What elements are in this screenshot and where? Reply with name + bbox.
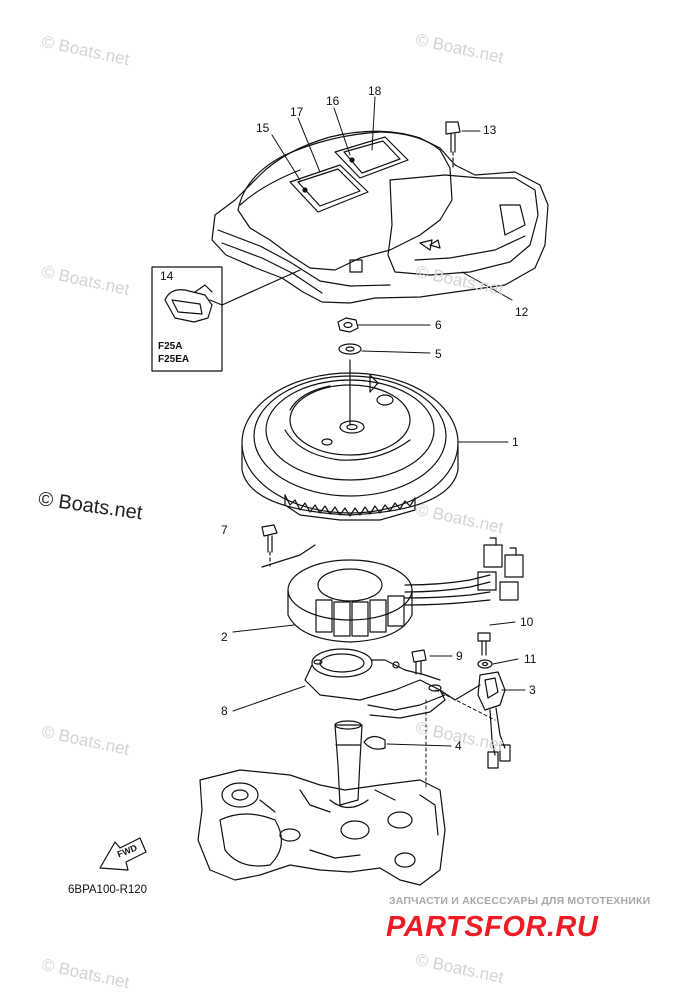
callout-2: 2	[221, 630, 228, 644]
diagram-code: 6BPA100-R120	[68, 884, 148, 896]
inset-model-label: F25EA	[158, 354, 190, 365]
callout-15: 15	[256, 121, 270, 135]
callout-4: 4	[455, 739, 462, 753]
callout-8: 8	[221, 704, 228, 718]
callout-7: 7	[221, 523, 228, 537]
shop-logo: PARTSFOR.RU	[386, 911, 599, 943]
washer-part-5	[338, 343, 362, 355]
callout-3: 3	[529, 683, 536, 697]
inset-model-label: F25A	[158, 341, 183, 352]
inset-box-part-14	[151, 266, 301, 372]
callout-11: 11	[524, 652, 537, 666]
callout-5: 5	[435, 347, 442, 361]
bolt-part-10	[477, 632, 491, 656]
pulser-coil-part-3	[439, 671, 511, 769]
leader-lines	[232, 96, 526, 791]
flywheel-cover-part-12	[211, 130, 549, 304]
callout-13: 13	[483, 123, 497, 137]
callout-14: 14	[160, 269, 174, 283]
bolt-part-7	[261, 524, 316, 568]
fwd-arrow	[99, 837, 147, 871]
callout-16: 16	[326, 94, 340, 108]
washer-part-11	[477, 659, 493, 669]
callout-12: 12	[515, 305, 529, 319]
shop-tagline: ЗАПЧАСТИ И АКСЕССУАРЫ ДЛЯ МОТОТЕХНИКИ	[389, 895, 651, 907]
nut-part-6	[337, 317, 359, 333]
bolt-part-13	[445, 121, 461, 171]
base-plate-part-8	[304, 648, 446, 719]
callout-18: 18	[368, 84, 382, 98]
crankcase-power-head	[197, 720, 446, 886]
callout-1: 1	[512, 435, 519, 449]
stator-part-2	[287, 537, 524, 643]
bolt-part-9	[411, 649, 427, 675]
callout-6: 6	[435, 318, 442, 332]
woodruff-key-part-4	[363, 735, 386, 750]
callout-9: 9	[456, 649, 463, 663]
callout-17: 17	[290, 105, 304, 119]
callout-10: 10	[520, 615, 534, 629]
